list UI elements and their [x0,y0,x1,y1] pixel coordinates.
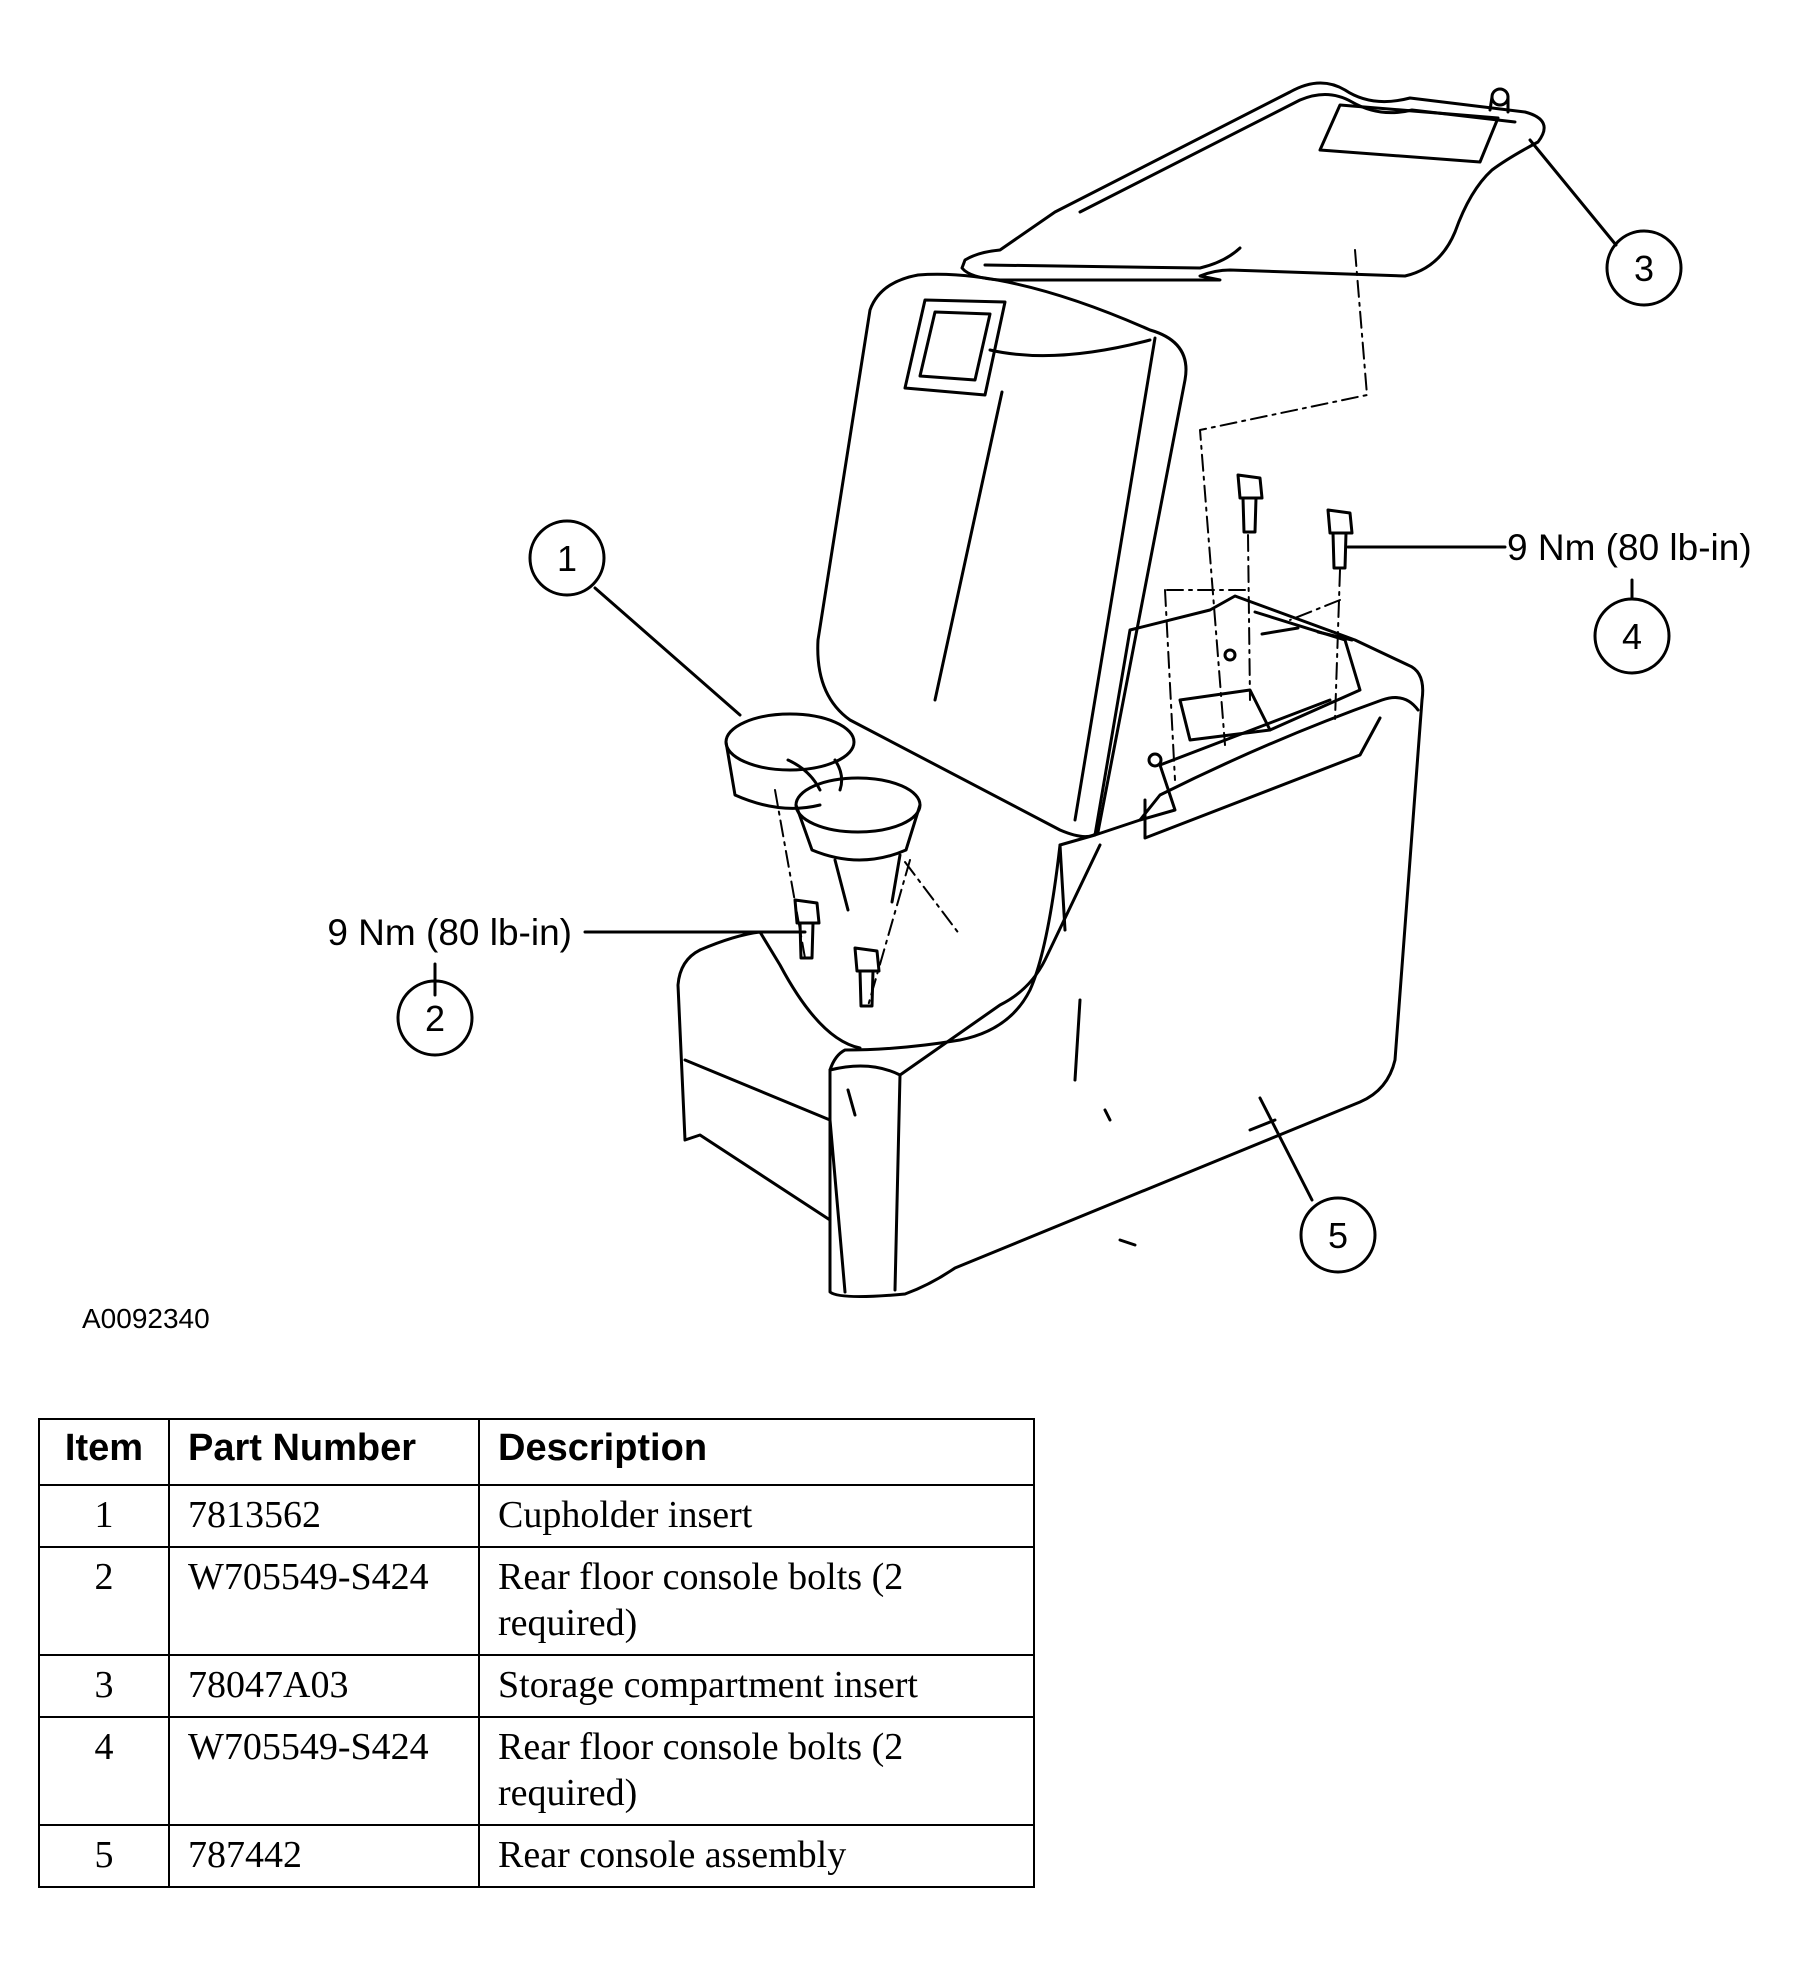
callout-circle-2 [396,979,474,1057]
armrest-lid-drawing [816,272,1188,838]
callout-circle-1 [528,519,606,597]
parts-table: Item Part Number Description 1 7813562 C… [38,1418,1035,1888]
torque-spec-2: 9 Nm (80 lb-in) [327,912,572,953]
leader-line-3 [1528,138,1618,247]
callout-circle-5 [1299,1196,1377,1274]
alignment-lines [774,249,1368,1007]
callout-circle-4 [1593,597,1671,675]
exploded-view-illustration: 1 2 3 4 5 9 Nm (80 lb-in) 9 Nm (80 lb-in… [82,81,1752,1330]
header-part-number: Part Number [168,1418,480,1486]
table-header-row: Item Part Number Description [38,1418,1035,1486]
torque-spec-4: 9 Nm (80 lb-in) [1507,527,1752,568]
callout-5-number: 5 [1328,1215,1348,1256]
description-cell: Rear floor console bolts (2 required) [478,1546,1035,1656]
callout-4-number: 4 [1622,616,1642,657]
leader-line-4 [1346,545,1634,600]
leader-line-5 [1258,1096,1314,1202]
table-row: 4 W705549-S424 Rear floor console bolts … [38,1716,1035,1826]
part-number-cell: W705549-S424 [168,1546,480,1656]
table-row: 5 787442 Rear console assembly [38,1824,1035,1888]
item-cell: 5 [38,1824,170,1888]
callout-1-number: 1 [557,538,577,579]
cupholder-insert-drawing [724,712,922,912]
part-number-cell: 787442 [168,1824,480,1888]
storage-compartment-insert-drawing [960,81,1546,282]
bolt-drawings [793,473,1354,1008]
description-cell: Rear floor console bolts (2 required) [478,1716,1035,1826]
part-number-cell: W705549-S424 [168,1716,480,1826]
leader-line-1 [593,586,742,717]
part-number-cell: 78047A03 [168,1654,480,1718]
table-row: 2 W705549-S424 Rear floor console bolts … [38,1546,1035,1656]
table-row: 1 7813562 Cupholder insert [38,1484,1035,1548]
item-cell: 2 [38,1546,170,1656]
callout-2-number: 2 [425,998,445,1039]
callout-3-number: 3 [1634,248,1654,289]
item-cell: 1 [38,1484,170,1548]
rear-console-assembly-drawing [676,594,1425,1299]
item-cell: 3 [38,1654,170,1718]
item-cell: 4 [38,1716,170,1826]
description-cell: Rear console assembly [478,1824,1035,1888]
callout-circle-3 [1605,229,1683,307]
header-description: Description [478,1418,1035,1486]
part-number-cell: 7813562 [168,1484,480,1548]
description-cell: Cupholder insert [478,1484,1035,1548]
description-cell: Storage compartment insert [478,1654,1035,1718]
figure-code: A0092340 [82,1303,210,1330]
table-row: 3 78047A03 Storage compartment insert [38,1654,1035,1718]
header-item: Item [38,1418,170,1486]
